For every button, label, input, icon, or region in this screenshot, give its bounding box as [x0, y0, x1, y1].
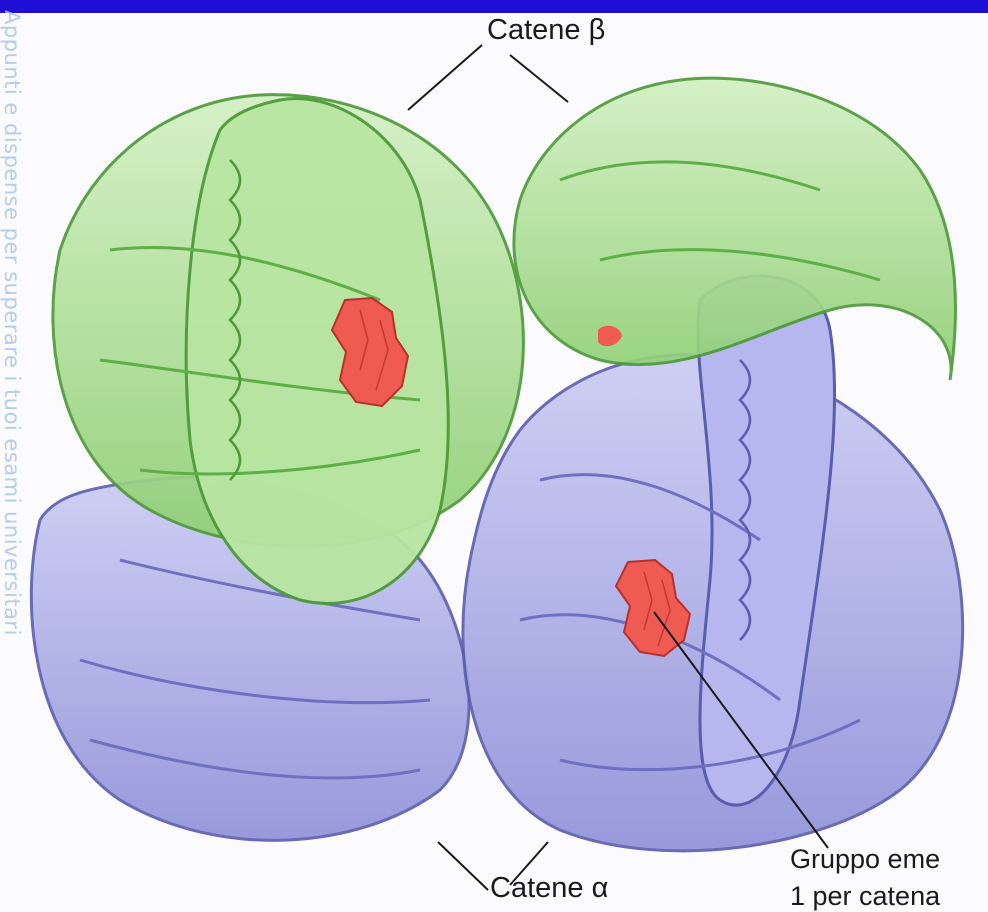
heme-per-chain-label: 1 per catena: [790, 881, 940, 912]
heme-group-label: Gruppo eme: [790, 844, 940, 875]
beta-chains-label: Catene β: [487, 14, 605, 47]
alpha-chains-label: Catene α: [490, 872, 608, 905]
